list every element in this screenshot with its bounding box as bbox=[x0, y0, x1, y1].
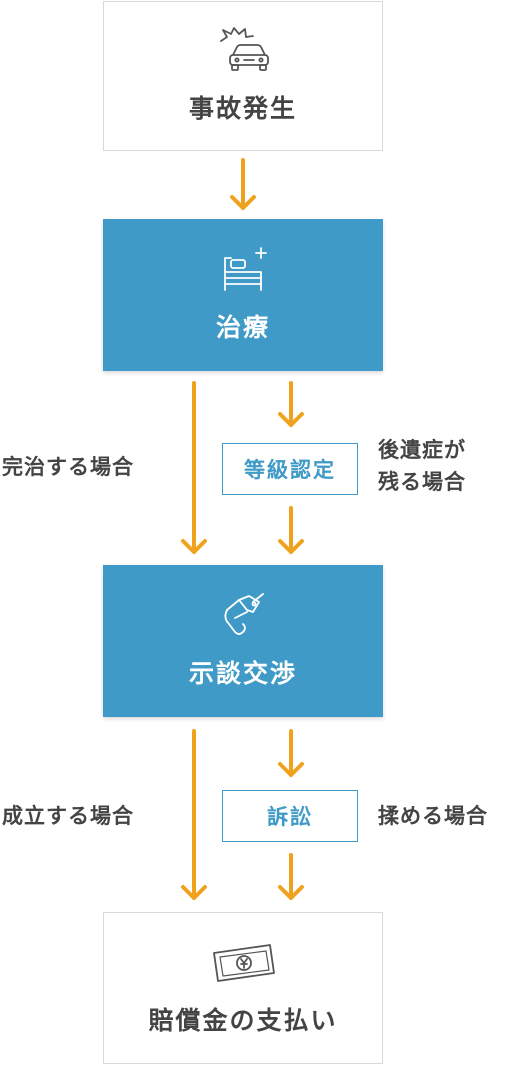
step-accident: 事故発生 bbox=[103, 1, 383, 151]
car-crash-icon bbox=[220, 27, 269, 71]
arrow-lawsuit-to-payment bbox=[278, 853, 304, 900]
disability-grade-box: 等級認定 bbox=[222, 443, 358, 495]
arrow-settlement-to-lawsuit bbox=[278, 729, 304, 777]
branch-aftereffects-line1: 後遺症が bbox=[378, 438, 466, 462]
step-settlement: 示談交渉 bbox=[103, 565, 383, 717]
step-payment: 賠償金の支払い bbox=[103, 912, 383, 1064]
banknote-icon bbox=[213, 944, 275, 982]
branch-aftereffects-label: 後遺症が 残る場合 bbox=[378, 434, 466, 498]
step-settlement-label: 示談交渉 bbox=[188, 659, 297, 688]
hospital-bed-icon bbox=[224, 247, 267, 291]
branch-aftereffects-line2: 残る場合 bbox=[378, 470, 466, 494]
disability-grade-label: 等級認定 bbox=[244, 458, 336, 482]
step-treatment: 治療 bbox=[103, 219, 383, 371]
branch-settled-label: 成立する場合 bbox=[2, 804, 134, 828]
arrow-grade-to-settlement bbox=[278, 506, 304, 554]
lawsuit-box: 訴訟 bbox=[222, 790, 358, 842]
lawsuit-label: 訴訟 bbox=[267, 805, 313, 829]
pen-contract-icon bbox=[224, 593, 264, 635]
branch-dispute-label: 揉める場合 bbox=[378, 804, 488, 828]
step-payment-label: 賠償金の支払い bbox=[148, 1006, 338, 1035]
arrow-treatment-to-grade bbox=[278, 381, 304, 427]
step-treatment-label: 治療 bbox=[215, 313, 270, 342]
arrow-treatment-to-settlement-left bbox=[181, 381, 207, 554]
arrow-accident-to-treatment bbox=[230, 158, 256, 210]
arrow-settlement-to-payment-left bbox=[181, 729, 207, 900]
branch-full-recovery-label: 完治する場合 bbox=[2, 455, 134, 479]
step-accident-label: 事故発生 bbox=[188, 94, 297, 123]
